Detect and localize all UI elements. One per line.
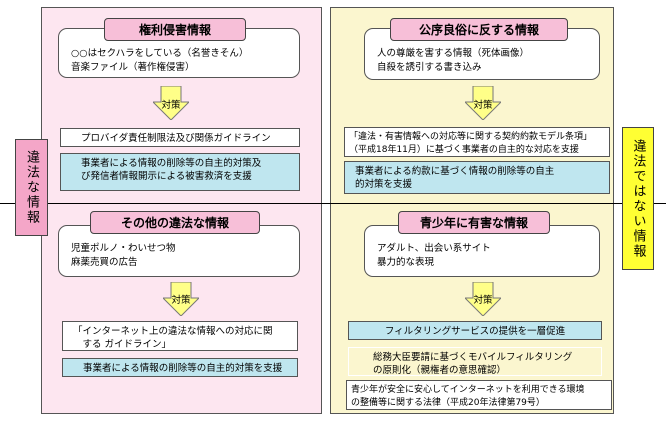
down-arrow-icon — [465, 86, 501, 120]
measures-box: 事業者による情報の削除等の自主的対策を支援 — [62, 358, 298, 377]
filtering-promotion-box: フィルタリングサービスの提供を一層促進 — [348, 321, 602, 340]
youth-internet-law-box: 青少年が安全に安心してインターネットを利用できる環境 の整備等に関する法律（平成… — [346, 380, 612, 410]
countermeasure-label: 対策 — [161, 100, 181, 111]
provider-liability-law-box: プロバイダ責任制限法及び関係ガイドライン — [60, 128, 300, 147]
countermeasure-label: 対策 — [473, 100, 493, 111]
public-order-title: 公序良俗に反する情報 — [390, 18, 568, 41]
down-arrow-icon — [153, 86, 189, 120]
divider-line — [0, 203, 666, 204]
down-arrow-icon — [465, 282, 501, 316]
measures-box: 事業者による約款に基づく情報の削除等の自主 的対策を支援 — [344, 161, 610, 194]
illegal-info-guideline-box: 「インターネット上の違法な情報への対応に関 する ガイドライン」 — [62, 321, 298, 351]
countermeasure-label: 対策 — [473, 295, 493, 306]
other-illegal-title: その他の違法な情報 — [90, 211, 260, 234]
rights-infringement-title: 権利侵害情報 — [104, 18, 246, 41]
measures-box: 事業者による情報の削除等の自主的対策及 び発信者情報開示による被害救済を支援 — [60, 153, 300, 191]
model-contract-clause-box: 「違法・有害情報への対応等に関する契約約款モデル条項」 （平成18年11月）に基… — [344, 127, 610, 157]
mobile-filtering-box: 総務大臣要請に基づくモバイルフィルタリング の原則化（親権者の意思確認） — [348, 347, 602, 376]
down-arrow-icon — [163, 282, 199, 316]
illegal-info-label: 違法な情報 — [15, 139, 48, 236]
harmful-to-youth-title: 青少年に有害な情報 — [398, 211, 550, 234]
not-illegal-info-label: 違法ではない情報 — [622, 127, 654, 270]
countermeasure-label: 対策 — [171, 295, 191, 306]
